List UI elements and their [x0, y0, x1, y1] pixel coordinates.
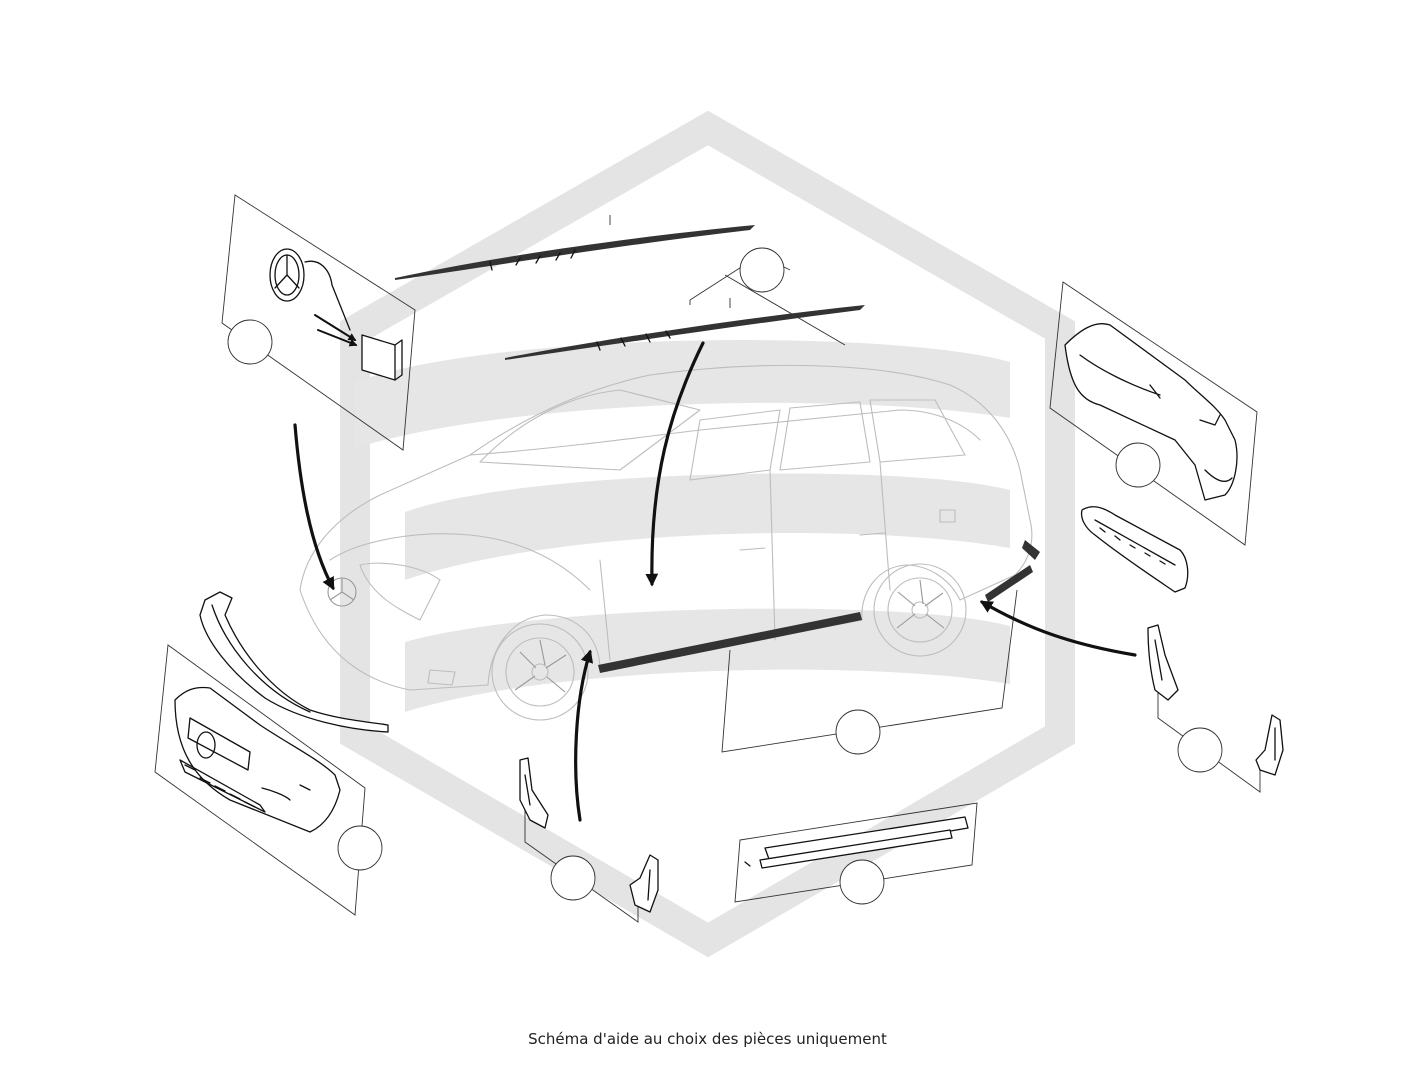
front-lip-spoiler-part [199, 591, 389, 733]
side-skirt-panel [721, 589, 1018, 755]
rear-bumper-panel [1049, 281, 1258, 546]
diagram-caption: Schéma d'aide au choix des pièces unique… [528, 1030, 887, 1048]
callout-circle [835, 709, 881, 755]
side-stripe-decals-panel [395, 215, 865, 360]
rear-bumper-stripe [985, 565, 1033, 602]
door-sill-trims-panel [734, 802, 978, 905]
front-mudflaps-panel [519, 757, 659, 923]
pointer-arrows [293, 341, 1137, 822]
rear-diffuser-part [1080, 506, 1189, 593]
callout-circle [839, 859, 885, 905]
callout-circle [337, 825, 383, 871]
rear-mudflaps-panel [1147, 624, 1284, 793]
callout-circle [739, 247, 785, 293]
front-bumper-panel [154, 644, 383, 916]
callout-circle [227, 319, 273, 365]
side-skirt-stripe [598, 612, 862, 673]
callout-circle [1115, 442, 1161, 488]
callout-circle [1177, 727, 1223, 773]
star-emblem-panel [221, 194, 416, 451]
callout-circle [550, 855, 596, 901]
